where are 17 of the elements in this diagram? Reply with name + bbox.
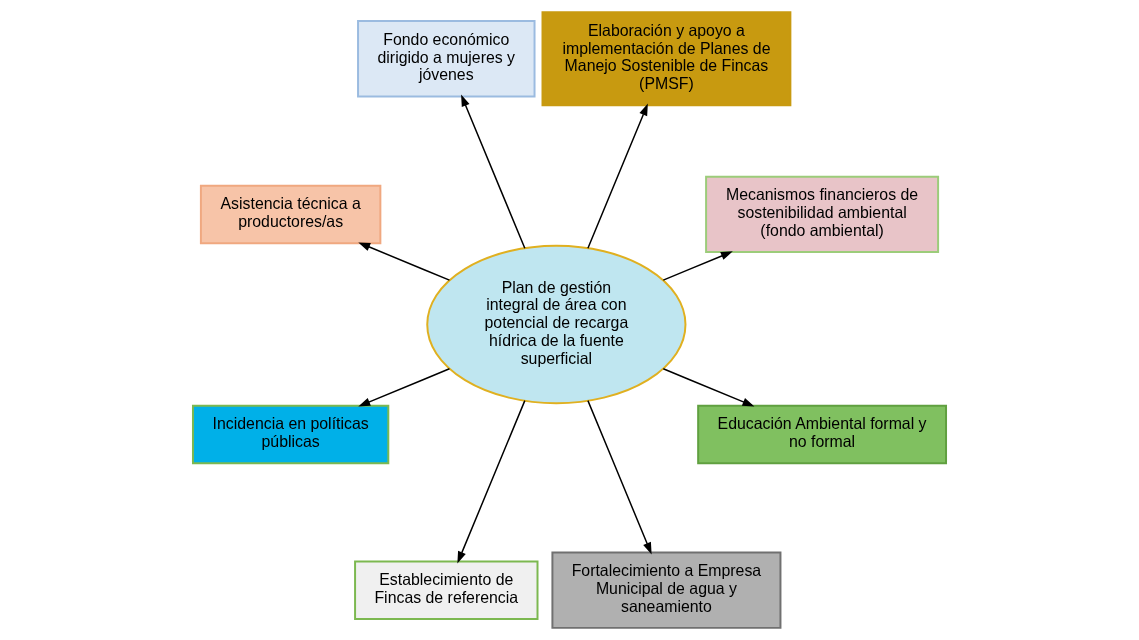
arrow xyxy=(457,399,526,564)
node-ellipse: Plan de gestión integral de área con potencial de recarga hídrica de la fuente superficial xyxy=(426,244,687,405)
arrow xyxy=(662,368,755,407)
arrow xyxy=(662,251,733,281)
node-box: Mecanismos financieros de sostenibilidad ambiental (fondo ambiental) xyxy=(705,175,940,254)
node-box: Establecimiento de Fincas de referencia xyxy=(354,560,539,620)
arrow xyxy=(358,242,451,281)
node-box: Incidencia en políticas públicas xyxy=(192,404,390,465)
arrow xyxy=(587,103,648,250)
node-box: Asistencia técnica a productores/as xyxy=(199,184,382,245)
node-box: Educación Ambiental formal y no formal xyxy=(697,404,947,465)
arrow xyxy=(358,368,451,407)
node-box: Fondo económico dirigido a mujeres y jóvenes xyxy=(357,20,536,98)
arrow xyxy=(587,399,652,555)
arrow xyxy=(461,94,526,250)
node-box: Elaboración y apoyo a implementación de Planes de Manejo Sostenible de Fincas (PMSF) xyxy=(541,11,792,107)
node-box: Fortalecimiento a Empresa Municipal de agua y saneamiento xyxy=(551,551,782,629)
